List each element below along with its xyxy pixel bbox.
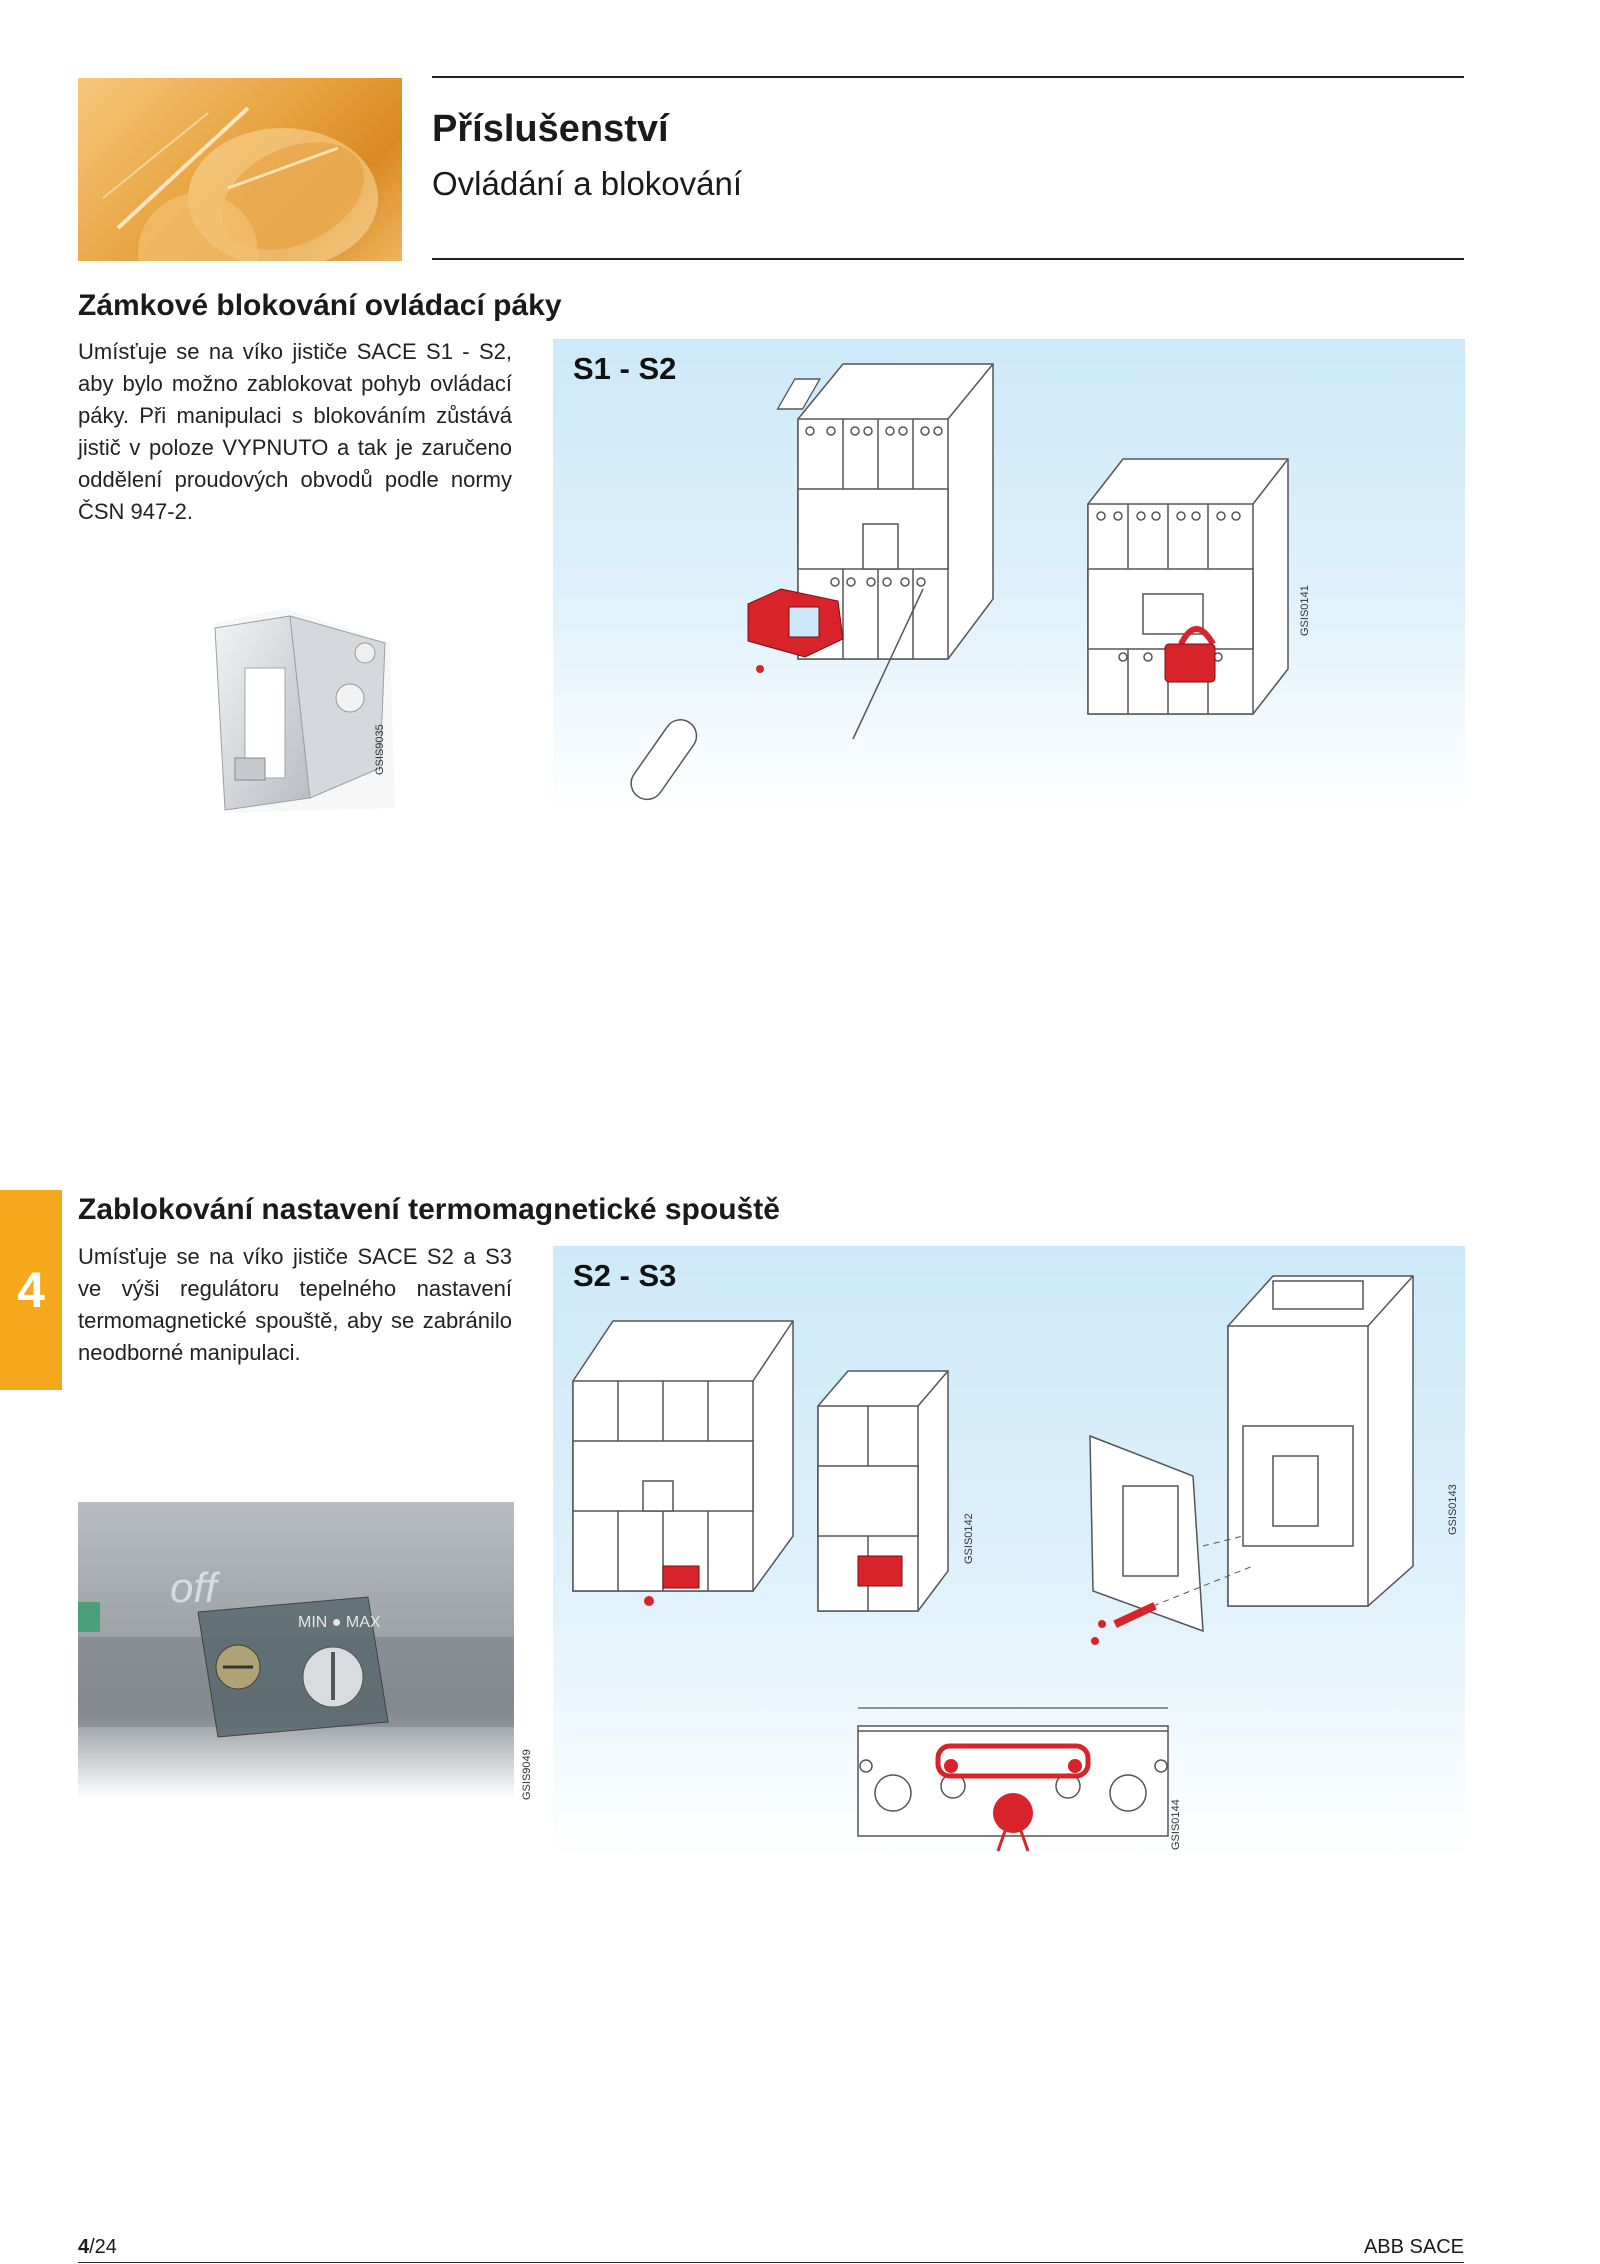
s1-s2-panel: S1 - S2 [553, 339, 1465, 814]
page-number-rest: /24 [89, 2236, 117, 2258]
page-subtitle: Ovládání a blokování [432, 165, 743, 202]
s2-s3-illustration [572, 1275, 1414, 1852]
photo-code-1: GSIS9035 [374, 724, 386, 775]
page-number-bold: 4 [78, 2236, 90, 2258]
s2-s3-panel-title: S2 - S3 [573, 1258, 677, 1293]
svg-text:MIN ● MAX: MIN ● MAX [298, 1614, 381, 1631]
s1-s2-panel-title: S1 - S2 [573, 351, 677, 386]
s2-s3-panel: S2 - S3 [553, 1246, 1465, 1861]
section-1-text: Umísťuje se na víko jističe SACE S1 - S2… [78, 339, 512, 524]
header-bottom-rule [432, 258, 1464, 260]
page-number: 4/24 [78, 2236, 117, 2259]
photo-off-label: off [170, 1564, 221, 1611]
thermal-lock-photo: off MIN ● MAX [78, 1502, 514, 1799]
s1-s2-illustration [630, 363, 1289, 801]
page-title: Příslušenství [432, 108, 669, 150]
section-2-title: Zablokování nastavení termomagnetické sp… [78, 1193, 780, 1226]
header-image [78, 78, 402, 261]
panel-2-code-1: GSIS0142 [963, 1513, 975, 1564]
footer-company: ABB SACE [1363, 2236, 1464, 2258]
panel-2-code-2: GSIS0143 [1447, 1484, 1459, 1535]
panel-2-code-3: GSIS0144 [1170, 1799, 1182, 1850]
section-1-title: Zámkové blokování ovládací páky [78, 289, 562, 322]
header-top-rule [432, 76, 1464, 78]
footer-rule [78, 2262, 1464, 2263]
lever-lock-photo [190, 598, 410, 823]
photo-code-2: GSIS9049 [521, 1749, 533, 1800]
section-2-text: Umísťuje se na víko jističe SACE S2 a S3… [78, 1244, 512, 1365]
panel-1-code: GSIS0141 [1299, 585, 1311, 636]
chapter-tab: 4 [0, 1190, 62, 1390]
